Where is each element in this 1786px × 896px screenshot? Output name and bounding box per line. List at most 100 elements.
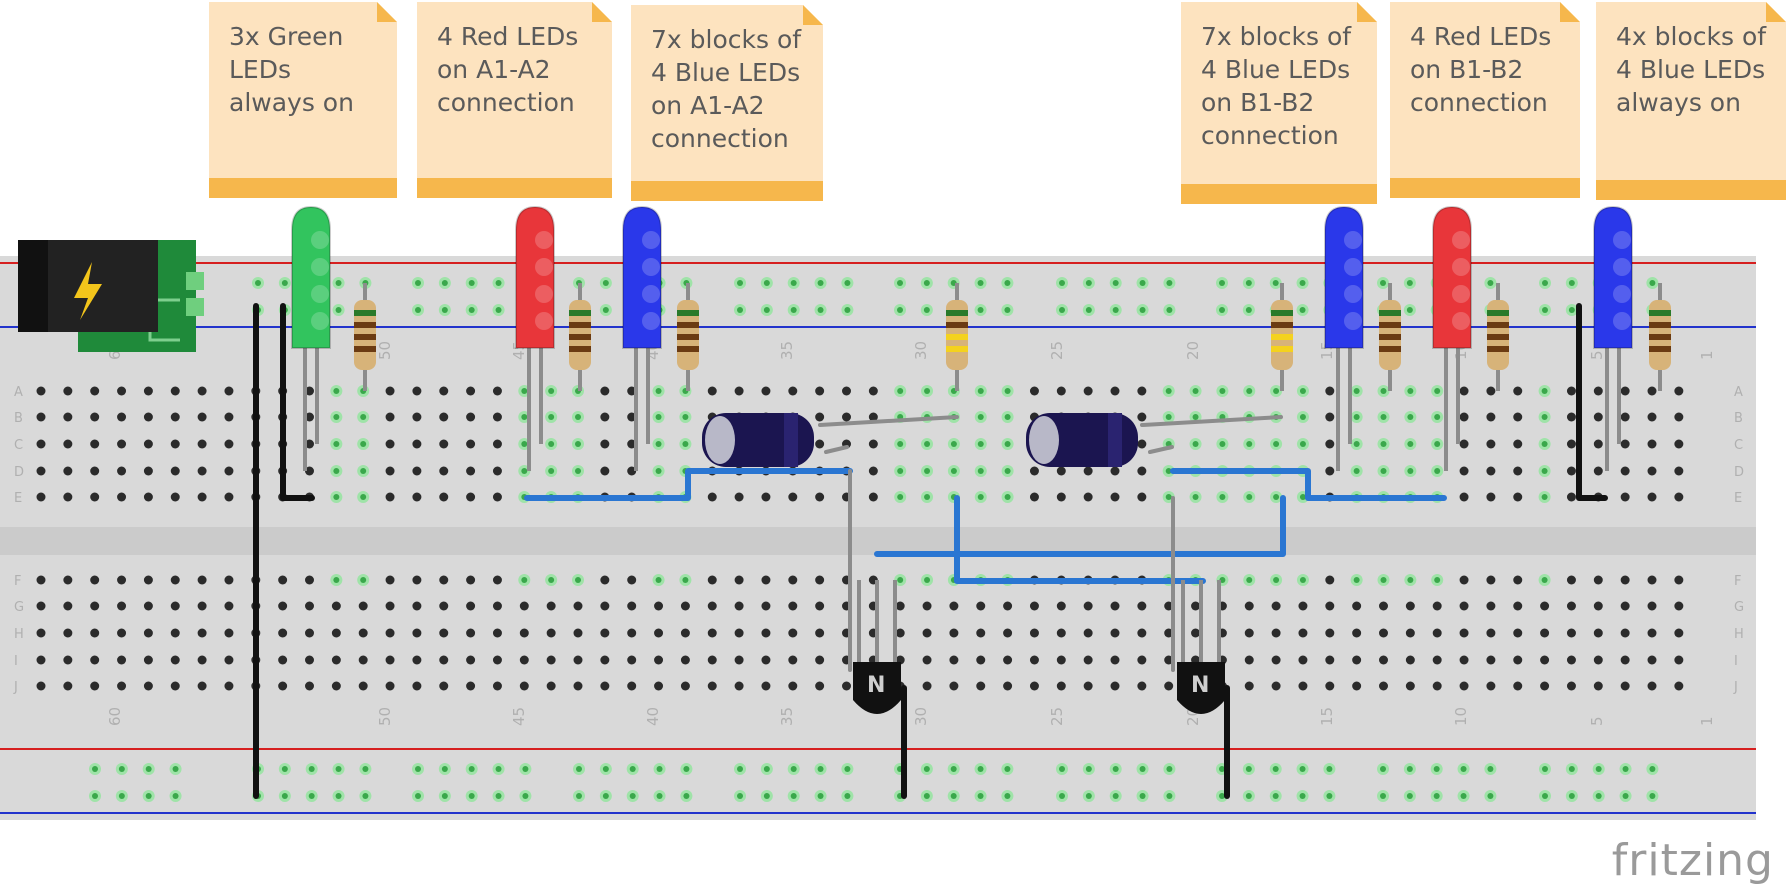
- breadboard-hole: [224, 628, 234, 638]
- breadboard-hole: [224, 466, 234, 476]
- breadboard-hole-active: [1406, 307, 1413, 313]
- breadboard-hole: [949, 601, 959, 611]
- lead-wire: [818, 415, 959, 427]
- breadboard-hole: [788, 601, 798, 611]
- breadboard-hole-active: [1085, 280, 1092, 286]
- breadboard-hole: [1083, 601, 1093, 611]
- breadboard-hole: [761, 575, 771, 585]
- breadboard-hole-active: [1166, 793, 1173, 799]
- breadboard-hole: [1271, 655, 1281, 665]
- breadboard-hole-active: [1245, 793, 1252, 799]
- led-green: [291, 205, 331, 471]
- breadboard-hole-active: [1246, 388, 1253, 394]
- breadboard-hole: [1244, 655, 1254, 665]
- breadboard-hole-active: [1542, 307, 1548, 313]
- breadboard-hole: [385, 601, 395, 611]
- breadboard-hole: [1620, 466, 1630, 476]
- breadboard-hole-active: [950, 468, 957, 474]
- breadboard-hole: [331, 655, 341, 665]
- breadboard-hole: [385, 412, 395, 422]
- breadboard-hole-active: [1246, 441, 1253, 447]
- row-label-right: E: [1734, 491, 1742, 506]
- breadboard-hole: [734, 492, 744, 502]
- jumper-wire-blue: [874, 495, 1286, 557]
- breadboard-hole: [1325, 601, 1335, 611]
- breadboard-hole: [412, 412, 422, 422]
- breadboard-hole-active: [682, 577, 689, 583]
- breadboard-hole-active: [1326, 766, 1333, 772]
- breadboard-hole: [519, 681, 529, 691]
- breadboard-hole-active: [333, 468, 340, 474]
- breadboard-hole: [761, 628, 771, 638]
- note-red-leds-b: 4 Red LEDs on B1-B2 connection: [1390, 2, 1580, 198]
- breadboard-hole-active: [924, 494, 931, 500]
- breadboard-hole-active: [1434, 577, 1441, 583]
- breadboard-hole-active: [1434, 468, 1441, 474]
- note-body: [417, 2, 612, 198]
- breadboard-hole-active: [1139, 766, 1146, 772]
- breadboard-hole: [1164, 628, 1174, 638]
- transistor-icon: [853, 662, 901, 714]
- breadboard-hole-active: [790, 793, 797, 799]
- breadboard-hole-active: [1433, 793, 1440, 799]
- breadboard-hole-active: [924, 388, 931, 394]
- breadboard-hole-active: [1245, 766, 1252, 772]
- breadboard-hole-active: [1595, 766, 1602, 772]
- breadboard-hole: [1029, 601, 1039, 611]
- breadboard-hole: [117, 681, 127, 691]
- capacitor-end: [705, 416, 735, 464]
- breadboard-hole: [143, 655, 153, 665]
- breadboard-hole: [1298, 681, 1308, 691]
- note-paper: [1596, 2, 1786, 200]
- breadboard-hole: [1566, 628, 1576, 638]
- breadboard-hole: [1540, 655, 1550, 665]
- lead-wire: [824, 445, 849, 454]
- breadboard-hole: [1566, 439, 1576, 449]
- breadboard-hole: [439, 655, 449, 665]
- breadboard-hole-active: [1085, 793, 1092, 799]
- breadboard-hole-active: [548, 388, 555, 394]
- note-fold: [377, 2, 397, 22]
- breadboard-hole-active: [629, 766, 636, 772]
- resistor-band: [1487, 322, 1509, 328]
- breadboard-hole-active: [335, 307, 342, 313]
- breadboard-hole-active: [1245, 307, 1252, 313]
- led-highlight: [311, 258, 329, 276]
- breadboard-hole: [1593, 681, 1603, 691]
- breadboard-hole: [1486, 439, 1496, 449]
- resistor-band: [1649, 310, 1671, 316]
- breadboard-hole-active: [548, 468, 555, 474]
- breadboard-hole: [680, 681, 690, 691]
- breadboard-hole: [788, 386, 798, 396]
- note-body: [1596, 2, 1786, 200]
- breadboard-hole: [680, 655, 690, 665]
- breadboard-hole: [1620, 492, 1630, 502]
- breadboard-hole-active: [1219, 494, 1226, 500]
- breadboard-hole: [278, 681, 288, 691]
- breadboard-hole: [143, 681, 153, 691]
- transistor-mark: N: [1191, 673, 1209, 698]
- resistor-band: [946, 334, 968, 340]
- breadboard-hole-active: [924, 441, 931, 447]
- breadboard-hole-active: [897, 494, 904, 500]
- breadboard-hole: [439, 466, 449, 476]
- transistor: N: [853, 580, 901, 714]
- breadboard-hole-active: [1406, 280, 1413, 286]
- breadboard-hole-active: [1407, 468, 1414, 474]
- breadboard-hole: [815, 412, 825, 422]
- breadboard-hole: [224, 386, 234, 396]
- breadboard-hole-active: [1299, 280, 1306, 286]
- resistor-band: [1379, 346, 1401, 352]
- breadboard-hole: [600, 681, 610, 691]
- breadboard-hole: [197, 386, 207, 396]
- breadboard-hole: [654, 655, 664, 665]
- breadboard-hole: [600, 655, 610, 665]
- breadboard-hole-active: [602, 766, 609, 772]
- breadboard-hole: [1540, 681, 1550, 691]
- breadboard-hole: [680, 601, 690, 611]
- breadboard-hole: [1593, 439, 1603, 449]
- breadboard-hole-active: [1165, 414, 1172, 420]
- breadboard-hole-active: [360, 468, 367, 474]
- note-band: [631, 181, 823, 201]
- breadboard-hole: [1566, 601, 1576, 611]
